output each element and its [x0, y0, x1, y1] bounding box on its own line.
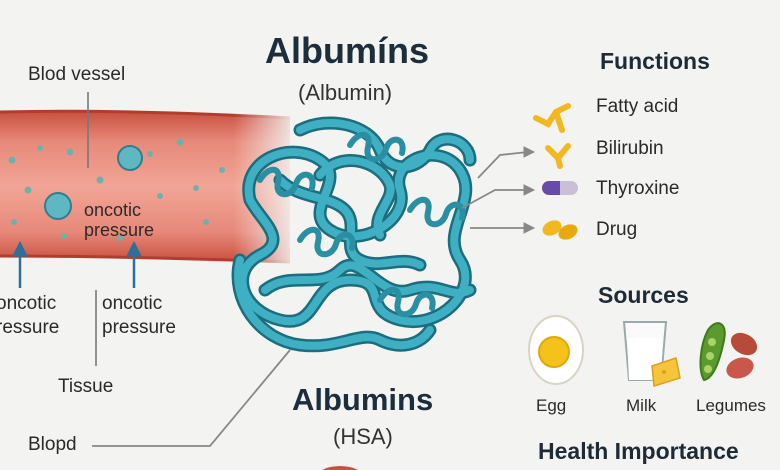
albumins-title: Albumins — [292, 382, 434, 417]
function-arrows — [461, 146, 536, 234]
page-subtitle: (Albumin) — [298, 80, 393, 105]
oncotic-pressure-inside-label: oncotic pressure — [84, 200, 155, 240]
bilirubin-icon — [545, 143, 571, 169]
albumin-protein-structure — [231, 116, 477, 353]
tissue-label: Tissue — [58, 376, 114, 397]
oncotic-pressure-right-label: oncotic pressure — [102, 293, 176, 338]
page-title: Albumíns — [265, 30, 430, 71]
sources-heading: Sources — [598, 282, 689, 308]
function-thyroxine-label: Thyroxine — [596, 178, 680, 199]
oncotic-pressure-left-label: oncotic ressure — [0, 293, 60, 338]
source-legumes-label: Legumes — [696, 396, 766, 415]
fatty-acid-icon — [533, 103, 571, 133]
blood-label: Blopd — [28, 434, 77, 455]
blood-pointer-line — [92, 349, 291, 447]
blood-vessel-label: Blod vessel — [28, 64, 126, 85]
oncotic-arrows — [12, 240, 142, 288]
source-egg-label: Egg — [536, 396, 567, 415]
function-bilirubin-label: Bilirubin — [596, 138, 664, 159]
milk-glass-icon — [622, 321, 681, 387]
functions-heading: Functions — [600, 48, 710, 74]
function-fatty-acid-label: Fatty acid — [596, 96, 679, 117]
pill-icon — [542, 220, 578, 240]
source-milk-label: Milk — [626, 396, 657, 415]
function-drug-label: Drug — [596, 219, 638, 240]
health-importance-heading: Health Importance — [538, 438, 739, 464]
albumins-subtitle: (HSA) — [333, 424, 393, 449]
egg-icon — [528, 315, 584, 385]
legumes-icon — [699, 322, 758, 382]
blood-vessel — [0, 109, 291, 264]
bottom-blob — [322, 466, 358, 470]
capsule-icon — [542, 181, 578, 195]
